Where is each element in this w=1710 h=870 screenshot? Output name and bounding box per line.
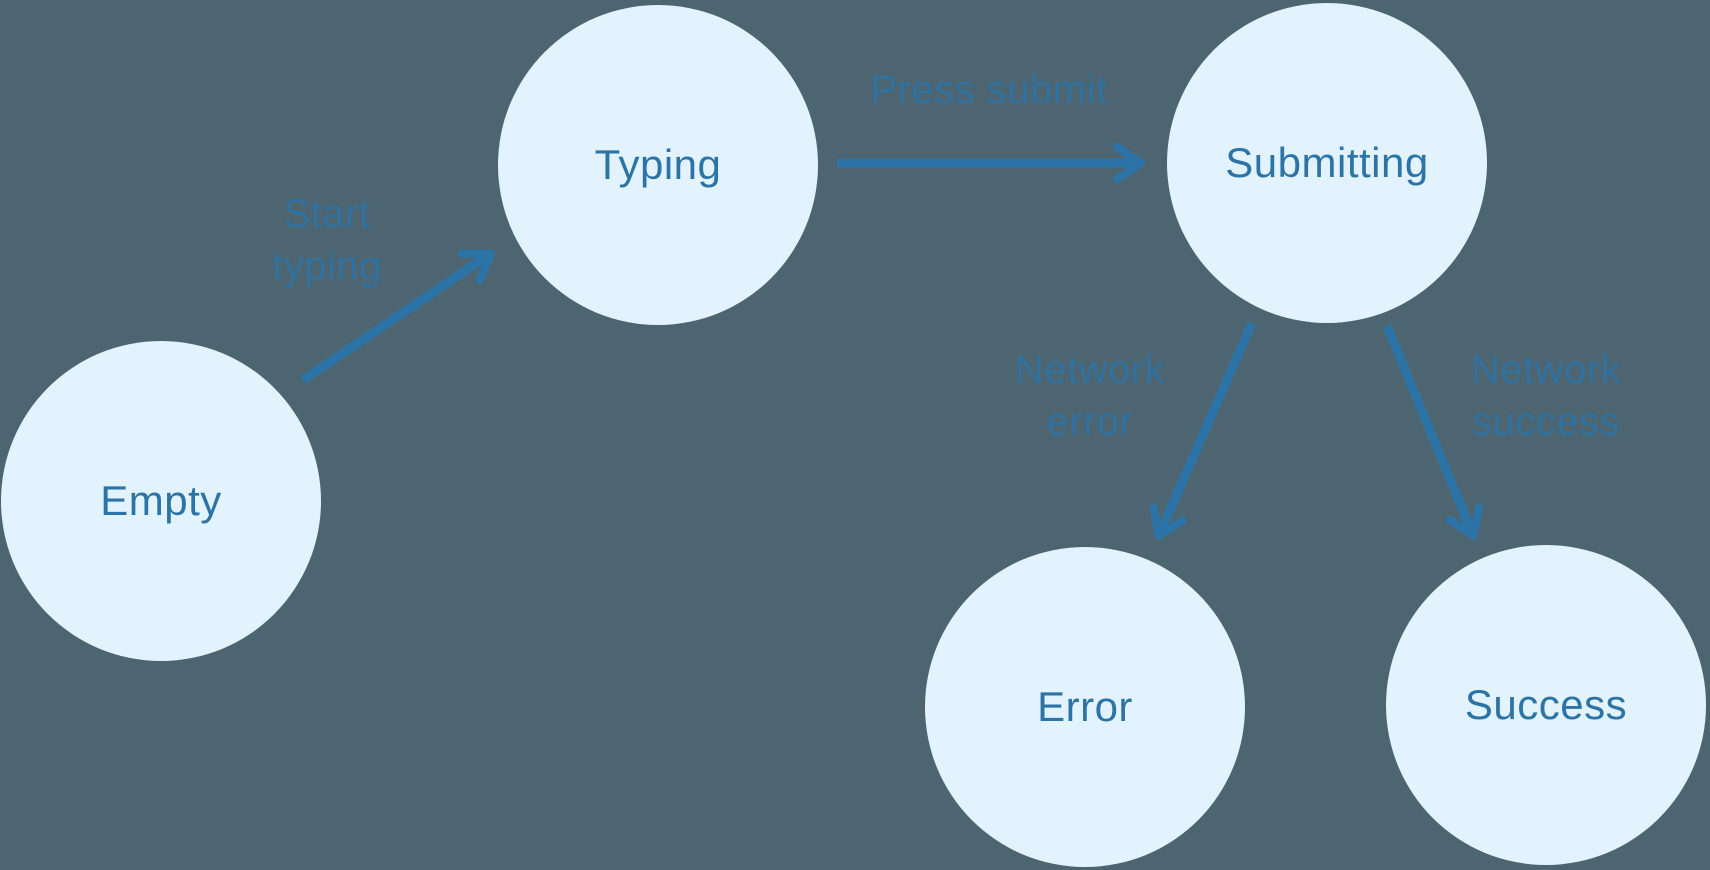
state-node-submitting: Submitting	[1167, 3, 1487, 323]
state-node-empty: Empty	[1, 341, 321, 661]
edge-label-network-error: Network error	[1014, 348, 1166, 444]
edge-label-start-typing: Start typing	[272, 192, 382, 288]
state-label-success: Success	[1464, 681, 1628, 728]
state-node-typing: Typing	[498, 5, 818, 325]
edge-label-press-submit: Press submit	[870, 68, 1108, 112]
state-label-typing: Typing	[594, 141, 722, 188]
state-label-empty: Empty	[100, 477, 222, 524]
edge-empty-to-typing-arrow	[300, 249, 495, 384]
edge-submitting-to-error-arrow	[1149, 321, 1257, 540]
edge-label-network-success: Network success	[1470, 348, 1622, 444]
state-node-success: Success	[1386, 545, 1706, 865]
edge-submitting-to-success-arrow	[1382, 324, 1484, 540]
state-label-submitting: Submitting	[1225, 139, 1429, 186]
state-node-error: Error	[925, 547, 1245, 867]
state-label-error: Error	[1037, 683, 1133, 730]
